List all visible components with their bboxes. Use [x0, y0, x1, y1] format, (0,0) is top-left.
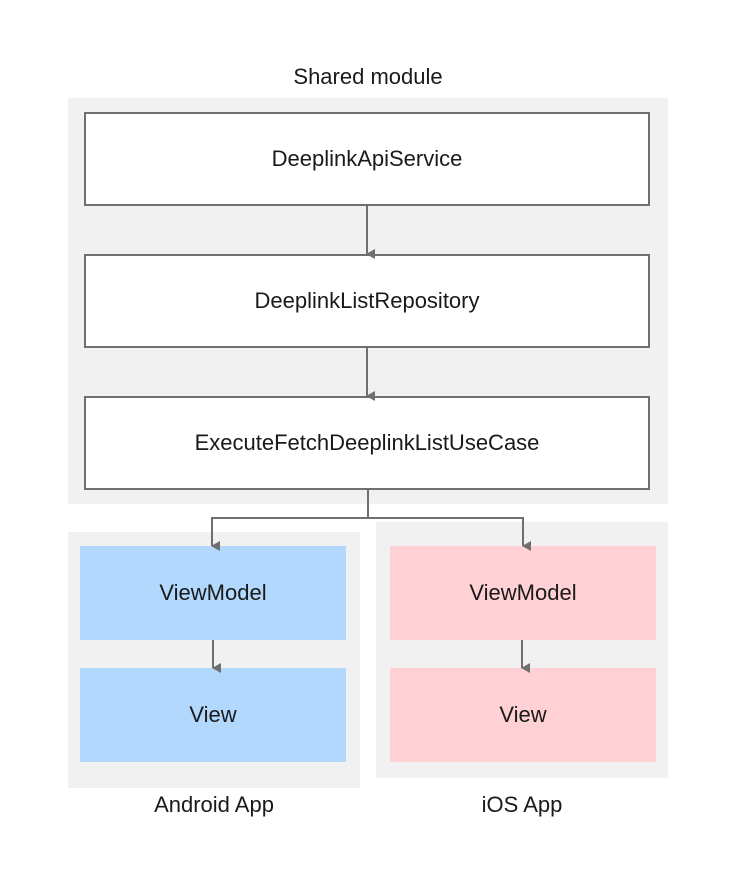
android-view-box: View: [80, 668, 346, 762]
deeplink-api-service-box: DeeplinkApiService: [84, 112, 650, 206]
android-viewmodel-box: ViewModel: [80, 546, 346, 640]
shared-module-title: Shared module: [293, 64, 443, 89]
ios-view-box: View: [390, 668, 656, 762]
ios-viewmodel-box: ViewModel: [390, 546, 656, 640]
ios-app-title: iOS App: [481, 792, 563, 817]
android-app-title: Android App: [154, 792, 274, 817]
execute-fetch-deeplink-list-usecase-box: ExecuteFetchDeeplinkListUseCase: [84, 396, 650, 490]
